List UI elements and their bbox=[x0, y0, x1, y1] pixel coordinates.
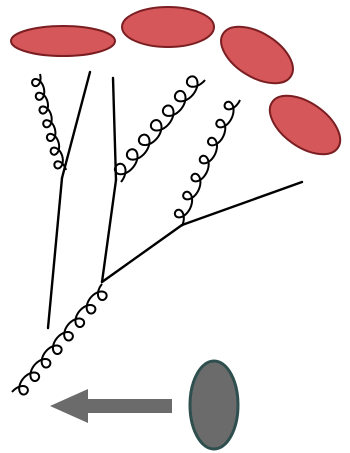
quark-lines bbox=[48, 72, 302, 328]
jet-ellipse-2 bbox=[122, 7, 214, 47]
jet-ellipse-3 bbox=[211, 15, 302, 95]
quark-line-right bbox=[102, 225, 182, 282]
incoming-beam bbox=[50, 361, 238, 449]
gluon-spring-middle bbox=[115, 76, 205, 182]
gluon-spring-incoming bbox=[12, 284, 107, 395]
incoming-hadron bbox=[190, 361, 238, 449]
quark-line-middle-upper bbox=[113, 78, 116, 180]
direction-arrow bbox=[50, 389, 172, 423]
jet-ellipses bbox=[11, 7, 350, 166]
gluon-spring-left bbox=[32, 74, 66, 170]
quark-line-left-upper bbox=[62, 72, 90, 178]
gluon-springs bbox=[12, 74, 240, 395]
jet-ellipse-1 bbox=[11, 26, 115, 56]
quark-line-middle bbox=[102, 180, 116, 282]
quark-line-main bbox=[48, 178, 62, 328]
jet-ellipse-4 bbox=[260, 84, 350, 166]
